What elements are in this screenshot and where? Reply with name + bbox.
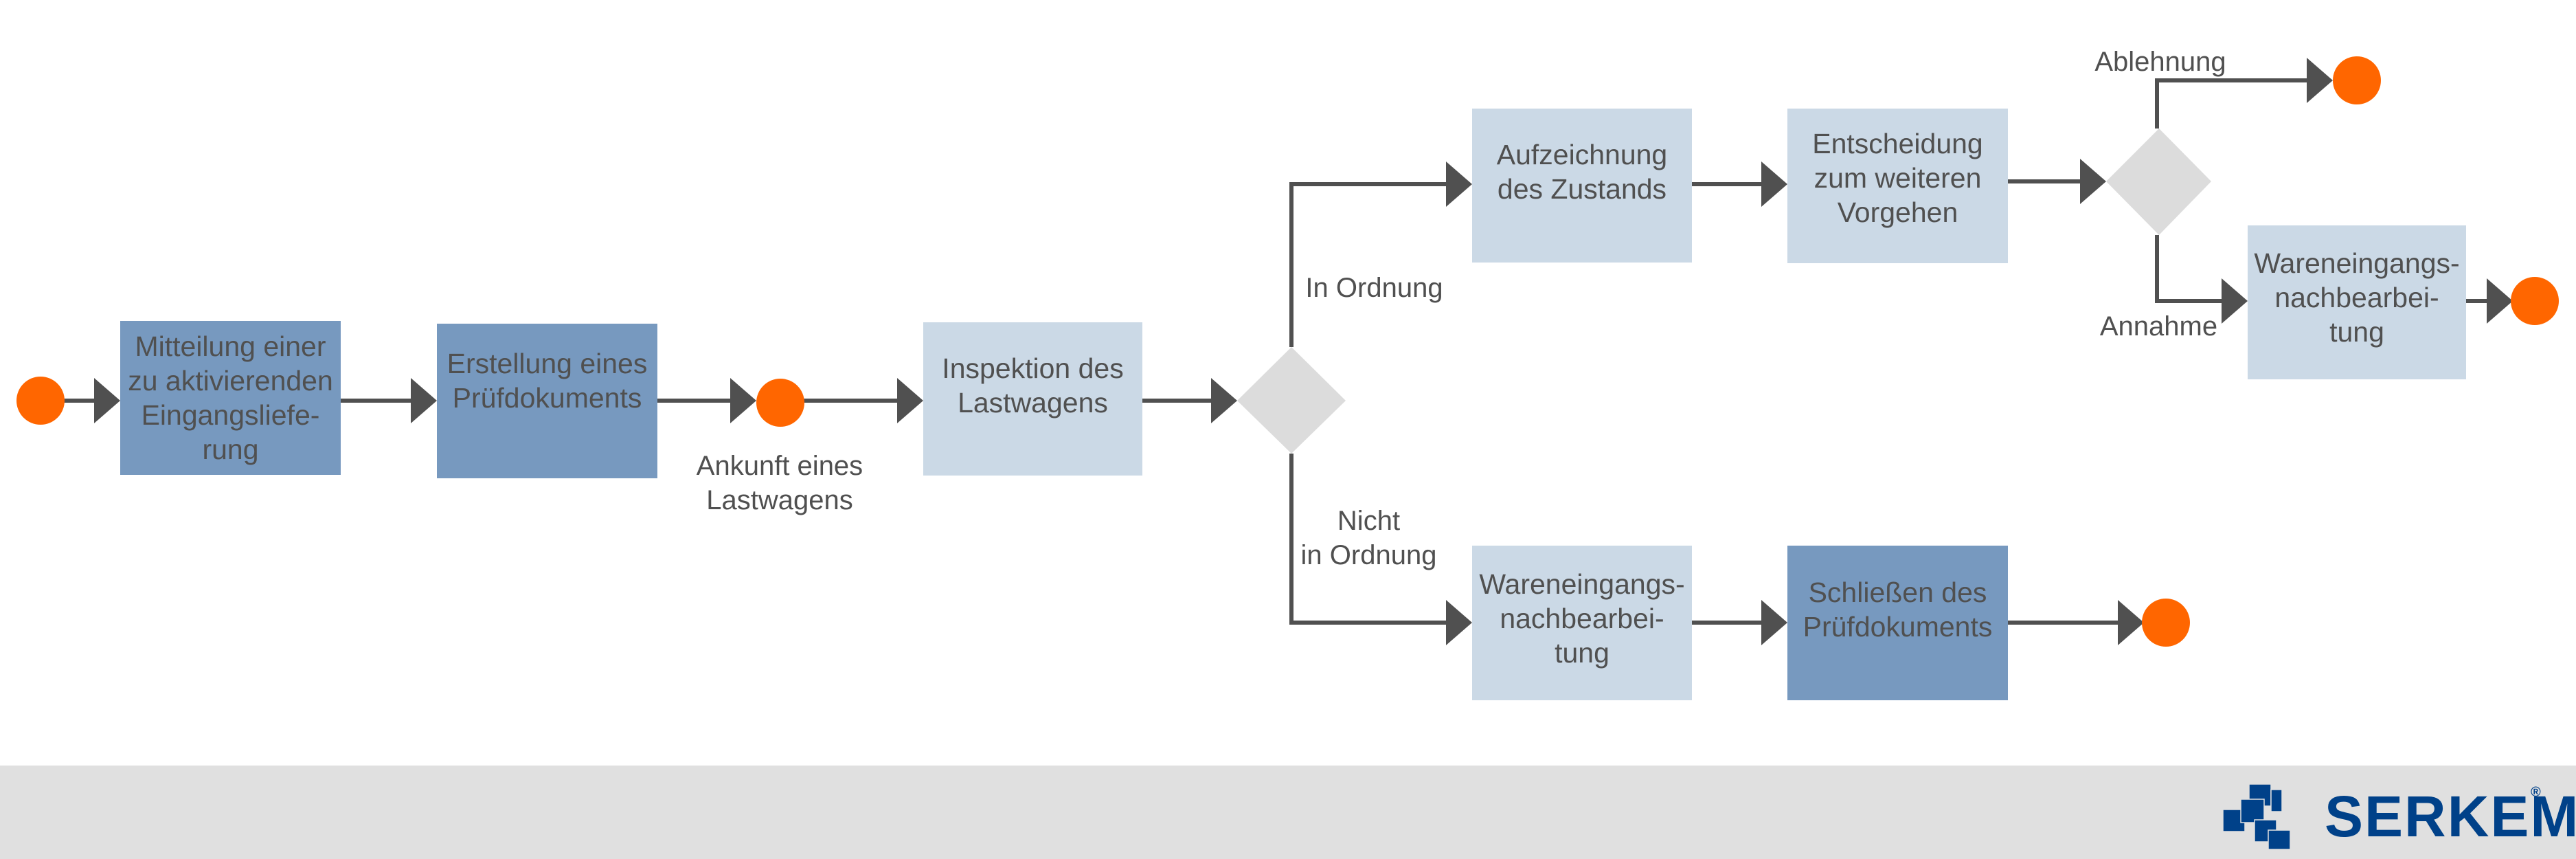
- arrowhead-icon: [2080, 159, 2106, 204]
- arrowhead-icon: [897, 378, 923, 423]
- end-event-nicht-in-ordnung: [2142, 599, 2190, 647]
- task-mitteilung: Mitteilung einer zu aktivierenden Eingan…: [120, 321, 341, 475]
- arrowhead-icon: [730, 378, 756, 423]
- task-aufzeichnung: Aufzeichnung des Zustands: [1472, 109, 1692, 263]
- gateway-inspection-result: [1237, 347, 1346, 454]
- connectors-layer: [16, 56, 2559, 647]
- task-nachbearbeitung-nicht-in-ordnung: Wareneingangs- nachbearbei- tung: [1472, 546, 1692, 700]
- arrowhead-icon: [1211, 378, 1237, 423]
- event-label-ankunft: Ankunft eines Lastwagens: [696, 451, 863, 515]
- connector-gateway-nicht-in-ordnung: [1289, 454, 1446, 625]
- connector-gateway-in-ordnung: [1289, 182, 1446, 347]
- branch-label-ablehnung: Ablehnung: [2094, 47, 2226, 77]
- end-event-ablehnung: [2333, 56, 2381, 104]
- connector-gateway2-annahme: [2155, 235, 2223, 303]
- task-nachbearbeitung-annahme: Wareneingangs- nachbearbei- tung: [2248, 225, 2466, 379]
- task-label: Mitteilung einer zu aktivierenden Eingan…: [128, 331, 333, 465]
- branch-label-annahme: Annahme: [2099, 311, 2218, 342]
- arrowhead-icon: [1446, 161, 1472, 207]
- arrowhead-icon: [2487, 278, 2513, 324]
- intermediate-event-ankunft: [756, 379, 804, 427]
- logo-wordmark: SERKEM.: [2325, 784, 2576, 849]
- company-logo: SERKEM. ®: [2223, 781, 2576, 849]
- task-label: Aufzeichnung des Zustands: [1496, 139, 1668, 205]
- gateway-decision: [2106, 129, 2211, 235]
- arrowhead-icon: [1761, 600, 1787, 645]
- task-label: Inspektion des Lastwagens: [942, 352, 1124, 419]
- arrowhead-icon: [411, 378, 437, 423]
- task-label: Wareneingangs- nachbearbei- tung: [2254, 247, 2460, 348]
- task-erstellung: Erstellung eines Prüfdokuments: [437, 324, 657, 478]
- task-entscheidung: Entscheidung zum weiteren Vorgehen: [1787, 109, 2008, 263]
- stacked-squares-icon: [2223, 783, 2291, 849]
- arrowhead-icon: [2307, 58, 2333, 103]
- task-schliessen: Schließen des Prüfdokuments: [1787, 546, 2008, 700]
- arrowhead-icon: [1446, 600, 1472, 645]
- branch-label-in-ordnung: In Ordnung: [1305, 273, 1443, 303]
- task-label: Entscheidung zum weiteren Vorgehen: [1812, 127, 1983, 228]
- arrowhead-icon: [2118, 600, 2144, 645]
- connector-gateway2-ablehnung: [2155, 78, 2308, 129]
- arrowhead-icon: [1761, 161, 1787, 207]
- task-label: Wareneingangs- nachbearbei- tung: [1479, 568, 1685, 669]
- process-diagram: Mitteilung einer zu aktivierenden Eingan…: [16, 47, 2559, 700]
- footer-bar: [0, 766, 2576, 859]
- task-inspektion: Inspektion des Lastwagens: [923, 322, 1142, 476]
- branch-label-nicht-in-ordnung: Nicht in Ordnung: [1300, 506, 1437, 570]
- arrowhead-icon: [94, 378, 120, 423]
- arrowhead-icon: [2222, 278, 2248, 324]
- task-label: Erstellung eines Prüfdokuments: [447, 347, 648, 414]
- registered-mark: ®: [2531, 785, 2541, 800]
- end-event-annahme: [2511, 277, 2559, 325]
- start-event: [16, 377, 65, 425]
- task-label: Schließen des Prüfdokuments: [1803, 576, 1993, 643]
